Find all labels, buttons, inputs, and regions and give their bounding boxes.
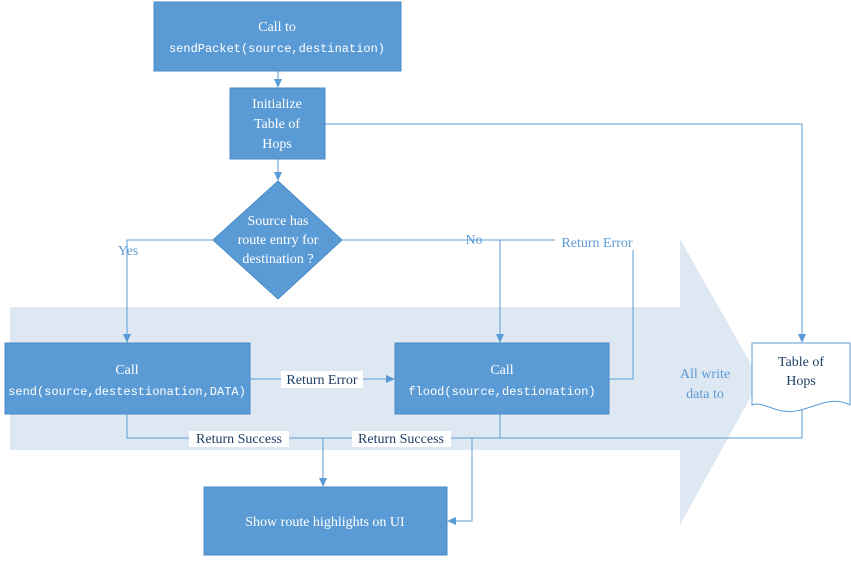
init-table-box: Initialize Table of Hops: [229, 87, 326, 160]
arrow-text-line2: data to: [686, 387, 724, 402]
call-send-packet-function: sendPacket(source,destination): [169, 42, 385, 56]
connector-send-success: [126, 402, 803, 439]
connector-yes-to-send: [123, 239, 213, 343]
table-of-hops-document: Table of Hops: [751, 342, 851, 412]
call-send-box: Call send(source,destestionation,DATA): [4, 342, 251, 415]
init-table-line1: Initialize: [252, 97, 302, 112]
return-error-top-label: Return Error: [561, 236, 632, 251]
connector-init-to-table: [325, 123, 806, 343]
return-success-left-bg: [189, 431, 289, 447]
table-doc-line2: Hops: [786, 374, 816, 389]
init-table-line3: Hops: [262, 137, 292, 152]
table-doc-line1: Table of: [778, 355, 824, 370]
return-success-left-label: Return Success: [196, 432, 282, 447]
connectors: [123, 71, 806, 525]
init-table-line2: Table of: [254, 117, 300, 132]
call-send-packet-box: Call to sendPacket(source,destination): [153, 1, 402, 72]
call-send-label: Call: [115, 363, 138, 378]
call-flood-function: flood(source,destionation): [408, 385, 595, 399]
connector-right-to-show-route: [447, 438, 473, 525]
decision-diamond: Source has route entry for destination ?: [212, 180, 343, 300]
return-error-mid-bg: [281, 371, 363, 388]
call-send-function: send(source,destestionation,DATA): [8, 385, 246, 399]
call-send-packet-label: Call to: [258, 20, 296, 35]
no-label: No: [465, 233, 482, 248]
background-arrow-shape: [10, 239, 760, 525]
decision-line1: Source has: [247, 214, 308, 229]
decision-line2: route entry for: [238, 233, 319, 248]
return-error-top-bg: [555, 233, 639, 250]
show-route-box: Show route highlights on UI: [203, 486, 448, 556]
decision-line3: destination ?: [242, 252, 313, 267]
yes-label: Yes: [118, 244, 138, 259]
show-route-label: Show route highlights on UI: [245, 515, 405, 530]
arrow-text-line1: All write: [680, 367, 730, 382]
return-success-right-label: Return Success: [358, 432, 444, 447]
return-success-right-bg: [352, 431, 451, 447]
call-flood-box: Call flood(source,destionation): [394, 342, 610, 415]
return-error-mid-label: Return Error: [286, 373, 357, 388]
call-flood-label: Call: [490, 363, 513, 378]
